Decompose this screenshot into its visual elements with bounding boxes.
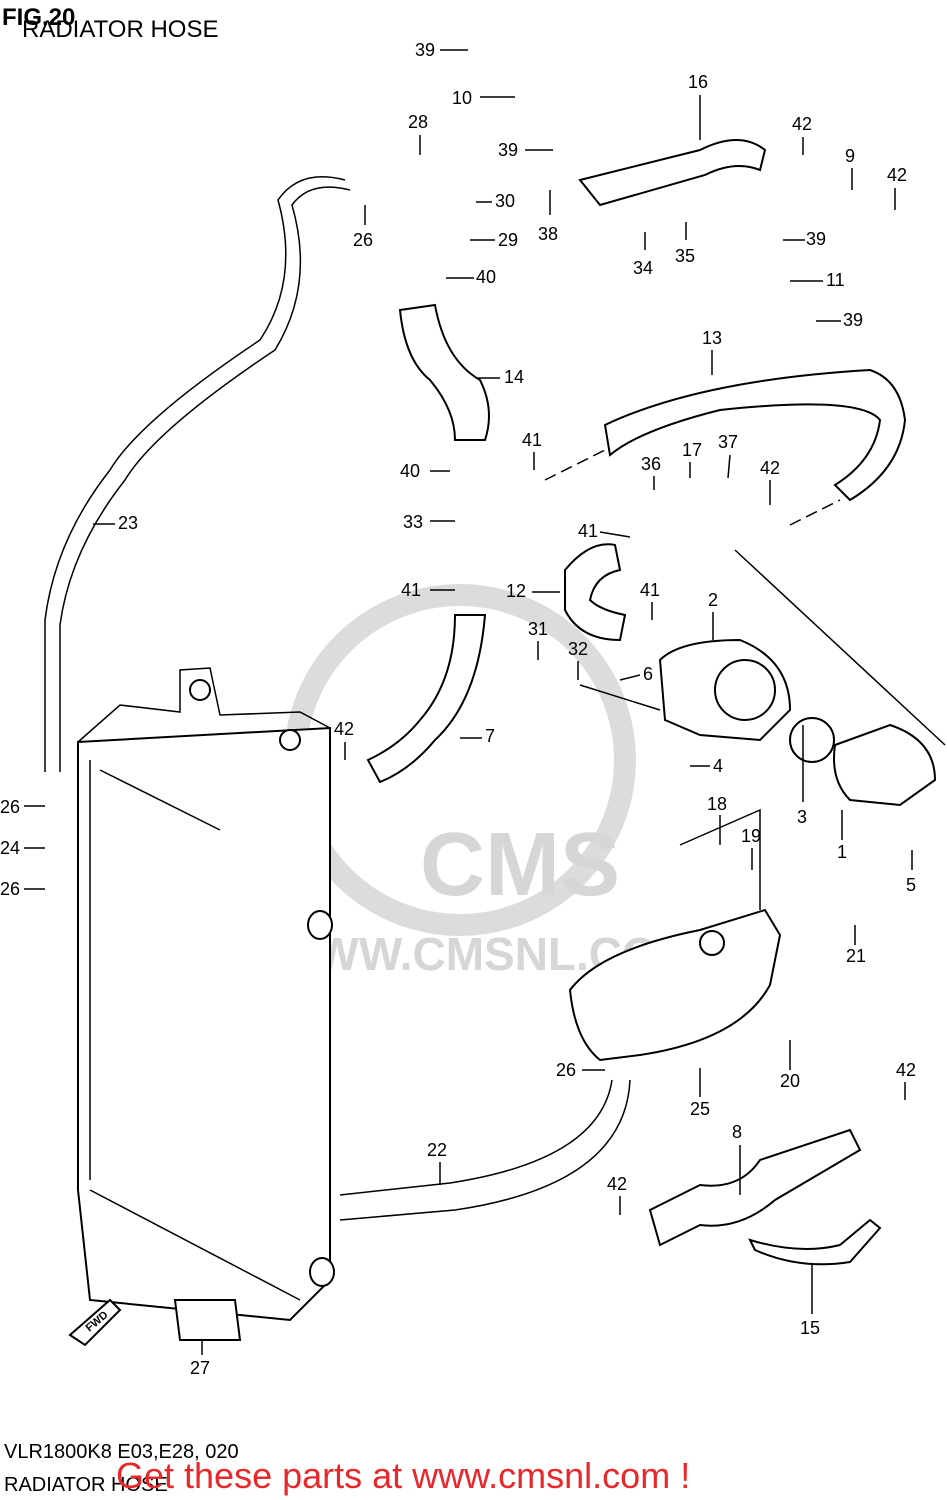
watermark-brand: CMS — [420, 815, 620, 915]
hose-13 — [603, 368, 907, 502]
fwd-arrow: FWD — [68, 1298, 122, 1347]
label-42-c: 42 — [760, 458, 780, 478]
label-12: 12 — [506, 581, 526, 601]
label-42-d: 42 — [334, 719, 354, 739]
label-4: 4 — [713, 756, 723, 776]
label-6: 6 — [643, 664, 653, 684]
label-28: 28 — [408, 112, 428, 132]
promo-link[interactable]: Get these parts at www.cmsnl.com ! — [116, 1455, 691, 1496]
label-34: 34 — [633, 258, 653, 278]
label-9: 9 — [845, 146, 855, 166]
label-42-b: 42 — [887, 165, 907, 185]
label-17: 17 — [682, 440, 702, 460]
hose-12 — [564, 543, 627, 642]
label-25: 25 — [690, 1099, 710, 1119]
label-1: 1 — [837, 842, 847, 862]
label-2: 2 — [708, 590, 718, 610]
label-40-a: 40 — [476, 267, 496, 287]
label-42-e: 42 — [896, 1060, 916, 1080]
label-30: 30 — [495, 191, 515, 211]
hose-8 — [648, 1128, 862, 1247]
label-10: 10 — [452, 88, 472, 108]
label-5: 5 — [906, 875, 916, 895]
label-41-b: 41 — [578, 521, 598, 541]
label-41-d: 41 — [640, 580, 660, 600]
label-18: 18 — [707, 794, 727, 814]
label-42-a: 42 — [792, 114, 812, 134]
hose-7 — [366, 614, 487, 784]
part-labels: 39 10 39 16 42 9 42 28 30 29 26 38 34 35… — [0, 40, 916, 1378]
thermostat-cover-1 — [833, 723, 937, 807]
label-36: 36 — [641, 454, 661, 474]
label-23: 23 — [118, 513, 138, 533]
radiator — [77, 667, 335, 1322]
watermark: CMS WWW.CMSNL.COM — [272, 584, 696, 980]
label-19: 19 — [741, 826, 761, 846]
label-33: 33 — [403, 512, 423, 532]
hose-14 — [398, 303, 490, 441]
label-32: 32 — [568, 639, 588, 659]
label-3: 3 — [797, 807, 807, 827]
label-29: 29 — [498, 230, 518, 250]
label-26-d: 26 — [556, 1060, 576, 1080]
label-16: 16 — [688, 72, 708, 92]
footer-code: VLR1800K8 E03,E28, 020 — [4, 1441, 239, 1463]
label-37: 37 — [718, 432, 738, 452]
label-41-a: 41 — [522, 430, 542, 450]
label-38: 38 — [538, 224, 558, 244]
label-40-b: 40 — [400, 461, 420, 481]
pipe-16 — [578, 139, 767, 207]
figure-number: FIG.20 — [2, 4, 76, 31]
label-24: 24 — [0, 838, 20, 858]
label-31: 31 — [528, 619, 548, 639]
label-42-f: 42 — [607, 1174, 627, 1194]
label-26-a: 26 — [353, 230, 373, 250]
hose-22 — [339, 1079, 613, 1196]
label-26-b: 26 — [0, 797, 20, 817]
label-41-c: 41 — [401, 580, 421, 600]
label-11: 11 — [826, 270, 845, 290]
label-8: 8 — [732, 1122, 742, 1142]
label-21: 21 — [846, 946, 866, 966]
label-39-b: 39 — [498, 140, 518, 160]
label-39-c: 39 — [806, 229, 826, 249]
bracket-15 — [748, 1218, 882, 1266]
label-13: 13 — [702, 328, 722, 348]
clamp-27 — [173, 1299, 242, 1341]
footer-title: RADIATOR HOSE — [4, 1474, 168, 1496]
label-7: 7 — [485, 726, 495, 746]
label-26-c: 26 — [0, 879, 20, 899]
label-39-d: 39 — [843, 310, 863, 330]
label-35: 35 — [675, 246, 695, 266]
label-22: 22 — [427, 1140, 447, 1160]
label-14: 14 — [504, 367, 524, 387]
label-27: 27 — [190, 1358, 210, 1378]
figure-title: RADIATOR HOSE — [22, 16, 219, 43]
label-39-a: 39 — [415, 40, 435, 60]
label-15: 15 — [800, 1318, 820, 1338]
reservoir-tank — [568, 908, 782, 1062]
label-20: 20 — [780, 1071, 800, 1091]
